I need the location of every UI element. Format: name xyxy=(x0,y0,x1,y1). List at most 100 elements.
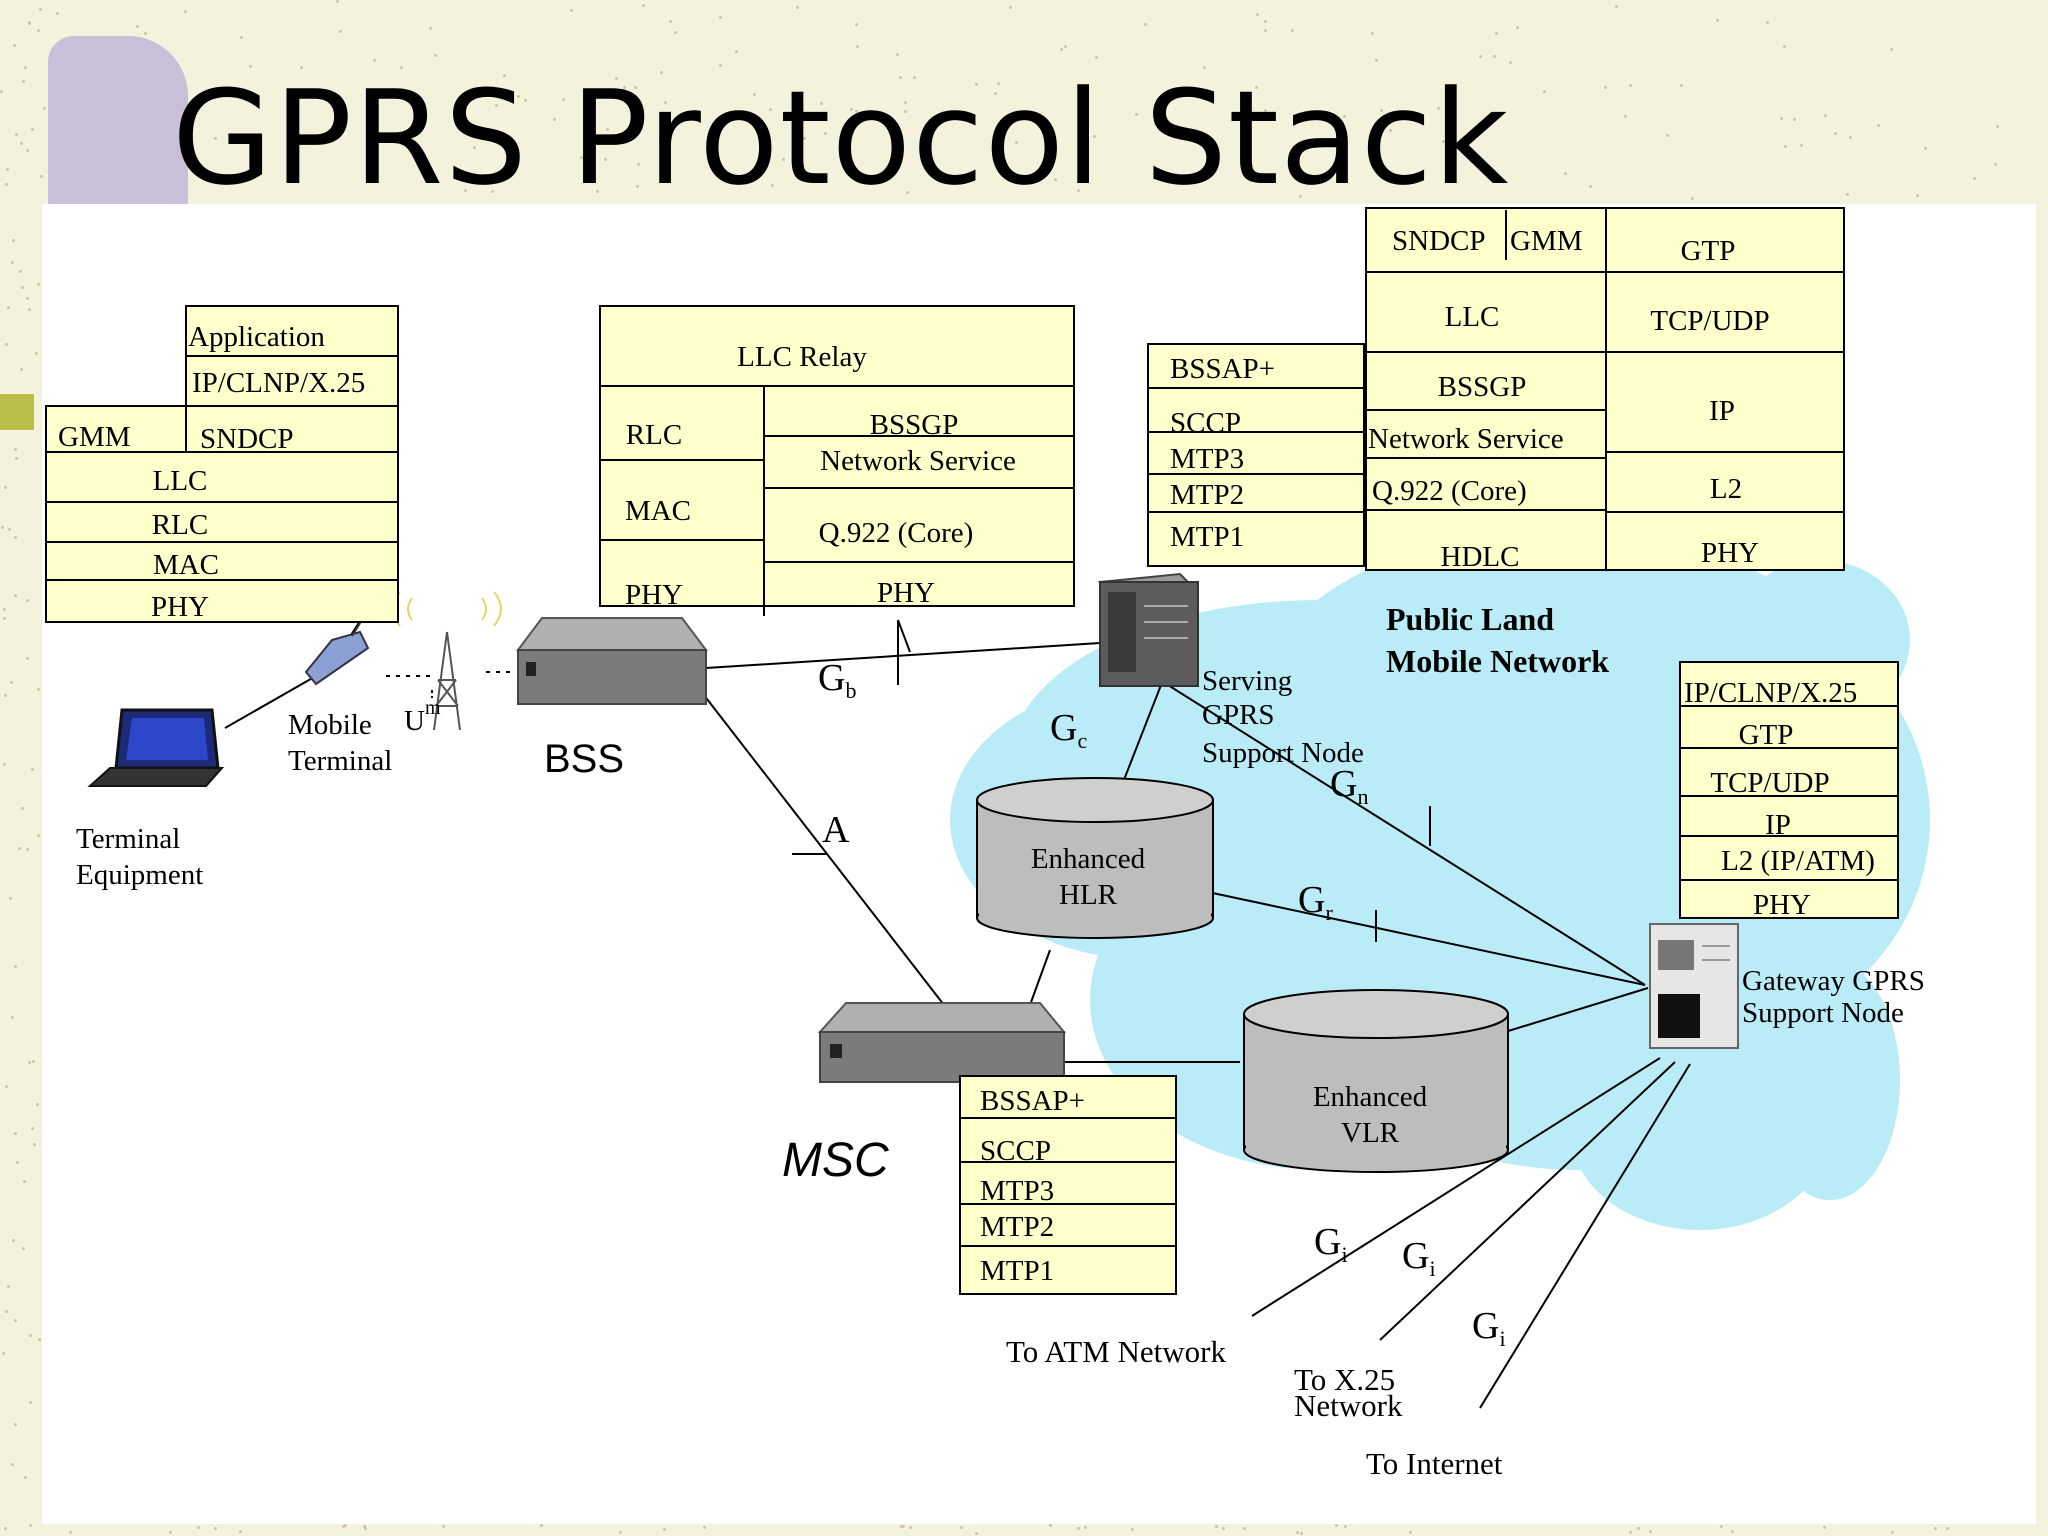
background-speck xyxy=(1255,86,1259,90)
bss-stack-llc-relay: LLC Relay xyxy=(737,341,867,373)
background-speck xyxy=(669,20,673,24)
background-speck xyxy=(855,44,859,48)
background-speck xyxy=(11,1239,15,1243)
background-speck xyxy=(795,6,799,10)
terminal-equipment-label-line1: Terminal xyxy=(76,823,180,855)
background-speck xyxy=(906,191,910,195)
background-speck xyxy=(248,65,252,69)
background-speck xyxy=(6,306,10,310)
background-speck xyxy=(19,142,23,146)
hlr-database-icon: Enhanced HLR xyxy=(976,777,1214,939)
background-speck xyxy=(1845,193,1849,197)
background-speck xyxy=(68,1530,72,1534)
background-speck xyxy=(1263,19,1267,23)
interface-a: A xyxy=(822,809,850,851)
connection-lines xyxy=(224,595,1691,1409)
background-speck xyxy=(2,1352,6,1356)
background-speck xyxy=(562,97,566,101)
background-speck xyxy=(1263,108,1267,112)
background-speck xyxy=(319,96,323,100)
msc-bssap: BSSAP+ xyxy=(980,1085,1085,1117)
background-speck xyxy=(3,617,7,621)
background-speck xyxy=(13,964,17,968)
background-speck xyxy=(362,1524,366,1528)
terminal-stack-llc: LLC xyxy=(153,465,208,497)
ggsn-tcp-udp: TCP/UDP xyxy=(1710,767,1829,799)
background-speck xyxy=(1720,1525,1724,1529)
background-speck xyxy=(56,12,60,16)
background-speck xyxy=(820,101,824,105)
sgsn-right-phy: PHY xyxy=(1701,537,1759,569)
plmn-label-line1: Public Land xyxy=(1386,601,1554,637)
background-speck xyxy=(1473,126,1477,130)
background-speck xyxy=(993,91,997,95)
background-speck xyxy=(752,93,756,97)
background-speck xyxy=(13,1423,17,1427)
terminal-stack-mac: MAC xyxy=(153,549,219,581)
background-speck xyxy=(960,1525,964,1529)
side-marker xyxy=(0,394,34,430)
background-speck xyxy=(429,26,433,30)
background-speck xyxy=(31,768,35,772)
terminal-stack-rlc: RLC xyxy=(152,509,208,541)
background-speck xyxy=(733,117,737,121)
background-speck xyxy=(1915,193,1919,197)
background-speck xyxy=(1153,122,1157,126)
terminal-equipment-label-line2: Equipment xyxy=(76,859,203,891)
background-speck xyxy=(896,52,900,56)
background-speck xyxy=(1342,115,1346,119)
background-speck xyxy=(36,688,40,692)
background-speck xyxy=(1379,108,1383,112)
background-speck xyxy=(1375,59,1378,63)
bss-stack-phy-left: PHY xyxy=(625,579,683,611)
background-speck xyxy=(1833,132,1837,136)
background-speck xyxy=(1144,23,1147,27)
vlr-label-line2: VLR xyxy=(1341,1117,1400,1149)
background-speck xyxy=(36,29,40,33)
background-speck xyxy=(1890,1530,1894,1534)
bss-stack-network-service: Network Service xyxy=(820,445,1016,477)
background-speck xyxy=(4,693,8,697)
background-speck xyxy=(28,1334,32,1338)
background-speck xyxy=(14,535,18,539)
terminal-stack-application: Application xyxy=(188,321,325,353)
background-speck xyxy=(1049,1524,1053,1528)
vlr-label-line1: Enhanced xyxy=(1313,1081,1428,1113)
sgsn-right-tcp-udp: TCP/UDP xyxy=(1650,305,1769,337)
background-speck xyxy=(1060,47,1064,51)
background-speck xyxy=(1665,133,1669,137)
background-speck xyxy=(1053,178,1057,182)
sgsn-left-mtp1: MTP1 xyxy=(1170,521,1244,553)
msc-stack xyxy=(959,1075,1177,1295)
background-speck xyxy=(23,1476,27,1480)
background-speck xyxy=(1542,90,1546,94)
background-speck xyxy=(570,9,574,13)
background-speck xyxy=(28,1401,32,1405)
background-speck xyxy=(1202,65,1206,69)
background-speck xyxy=(1824,113,1828,117)
background-speck xyxy=(1945,1527,1949,1531)
background-speck xyxy=(5,182,9,186)
background-speck xyxy=(1299,195,1303,199)
background-speck xyxy=(1515,26,1519,30)
title-decoration xyxy=(48,36,188,208)
background-speck xyxy=(37,282,41,286)
background-speck xyxy=(523,99,527,103)
background-speck xyxy=(782,158,786,162)
background-speck xyxy=(344,1524,348,1528)
sgsn-mid-network-service: Network Service xyxy=(1368,423,1564,455)
background-speck xyxy=(1486,170,1490,174)
background-speck xyxy=(495,104,499,108)
background-speck xyxy=(1135,113,1139,117)
background-speck xyxy=(1063,44,1067,48)
sgsn-right-stack xyxy=(1605,207,1845,571)
sgsn-right-l2: L2 xyxy=(1710,473,1742,505)
ggsn-ip: IP xyxy=(1765,809,1791,841)
background-speck xyxy=(1629,1531,1633,1535)
ggsn-stack xyxy=(1679,661,1899,919)
background-speck xyxy=(1479,54,1483,58)
background-speck xyxy=(1442,139,1446,143)
background-speck xyxy=(517,94,521,98)
background-speck xyxy=(662,1527,666,1531)
